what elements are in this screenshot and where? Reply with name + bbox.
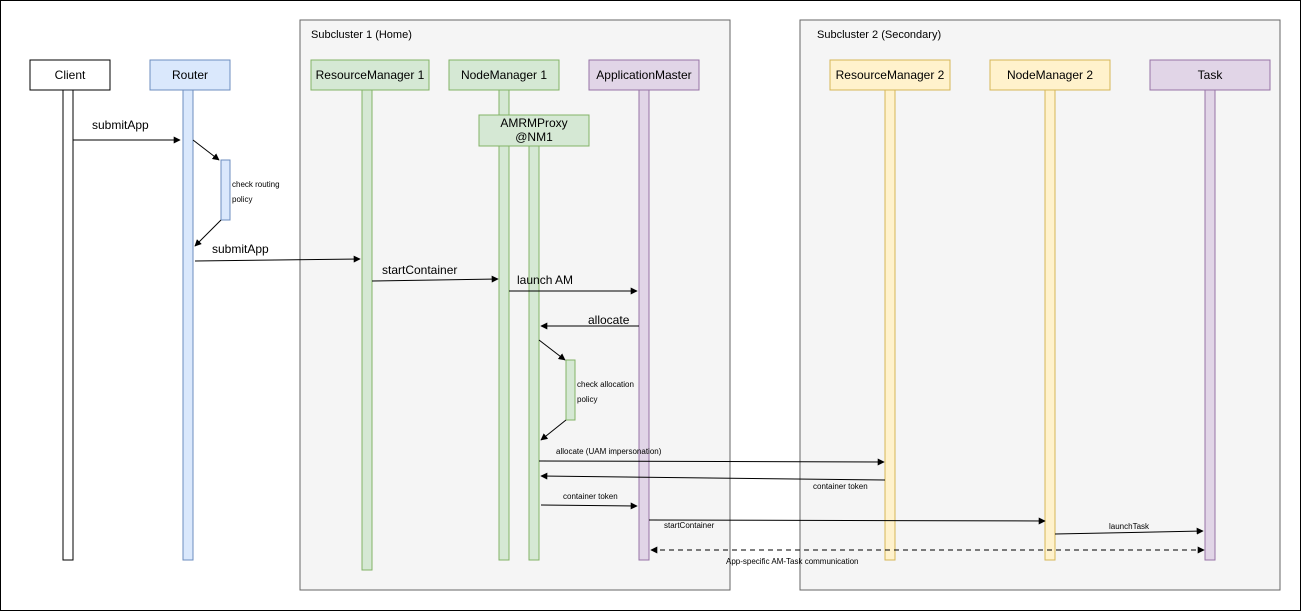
message-label: container token [813, 482, 868, 491]
lifeline-router [182, 89, 194, 561]
message-submitapp-router: submitApp [194, 242, 361, 263]
alloc-note-line1: check allocation [577, 380, 634, 389]
lifeline-task [1204, 89, 1216, 561]
message-container-token-rm2: container token [540, 472, 886, 491]
participant-rm2: ResourceManager 2 [829, 59, 951, 91]
subcluster-1-title: Subcluster 1 (Home) [311, 29, 412, 41]
lifeline-am [638, 89, 650, 561]
amrmproxy-label-line2: @NM1 [515, 130, 553, 144]
participant-nm1-label: NodeManager 1 [461, 68, 547, 82]
amrmproxy-label-line1: AMRMProxy [500, 116, 567, 130]
participant-rm1-label: ResourceManager 1 [316, 68, 425, 82]
participant-nm2-label: NodeManager 2 [1007, 68, 1093, 82]
participant-rm2-label: ResourceManager 2 [836, 68, 945, 82]
participant-headers: Client Router ResourceManager 1 NodeMana… [29, 59, 1271, 91]
participant-client-label: Client [55, 68, 86, 82]
routing-note-line1: check routing [232, 180, 280, 189]
message-label: startContainer [382, 263, 457, 277]
alloc-note-line2: policy [577, 395, 597, 404]
message-container-token-am: container token [540, 492, 638, 510]
participant-client: Client [29, 59, 111, 91]
message-submitapp-client: submitApp [73, 118, 181, 144]
message-label: launch AM [517, 273, 573, 287]
amrmproxy-box: AMRMProxy @NM1 [478, 114, 590, 147]
message-launchtask: launchTask [1054, 522, 1204, 535]
message-startcontainer-rm1: startContainer [371, 263, 499, 283]
participant-router: Router [149, 59, 231, 91]
participant-task-label: Task [1198, 68, 1224, 82]
message-label: App-specific AM-Task communication [726, 557, 859, 566]
message-label: allocate (UAM impersonation) [556, 447, 662, 456]
message-am-task-communication: App-specific AM-Task communication [650, 546, 1205, 566]
participant-router-label: Router [172, 68, 208, 82]
routing-activation: check routing policy [192, 139, 280, 247]
routing-note-line2: policy [232, 195, 252, 204]
message-allocate: allocate [540, 313, 639, 330]
alloc-activation-box [565, 359, 576, 421]
alloc-activation: check allocation policy [538, 339, 634, 441]
participant-am: ApplicationMaster [588, 59, 700, 91]
participant-am-label: ApplicationMaster [596, 68, 691, 82]
lifeline-nm2 [1044, 89, 1056, 561]
lifeline-client [62, 89, 74, 561]
lifeline-rm2 [884, 89, 896, 561]
message-startcontainer-am: startContainer [648, 517, 1046, 530]
participant-nm1: NodeManager 1 [448, 59, 560, 91]
participant-rm1: ResourceManager 1 [310, 59, 430, 91]
lifeline-rm1 [361, 89, 373, 571]
message-launch-am: launch AM [509, 273, 638, 295]
message-label: container token [563, 492, 618, 501]
lifeline-amrmproxy [528, 144, 540, 561]
subcluster-2: Subcluster 2 (Secondary) [799, 19, 1281, 591]
participant-nm2: NodeManager 2 [989, 59, 1111, 91]
message-allocate-uam: allocate (UAM impersonation) [538, 447, 885, 466]
messages: submitApp submitApp startContainer launc… [73, 118, 1205, 566]
message-label: submitApp [92, 118, 149, 132]
lifeline-nm1 [498, 89, 510, 561]
message-label: allocate [588, 313, 630, 327]
subcluster-2-title: Subcluster 2 (Secondary) [817, 29, 941, 41]
message-label: submitApp [212, 242, 269, 256]
lifelines [62, 89, 1216, 571]
subcluster-2-box [799, 19, 1281, 591]
message-label: launchTask [1109, 522, 1150, 531]
routing-activation-box [220, 159, 231, 221]
message-label: startContainer [664, 521, 715, 530]
participant-task: Task [1149, 59, 1271, 91]
